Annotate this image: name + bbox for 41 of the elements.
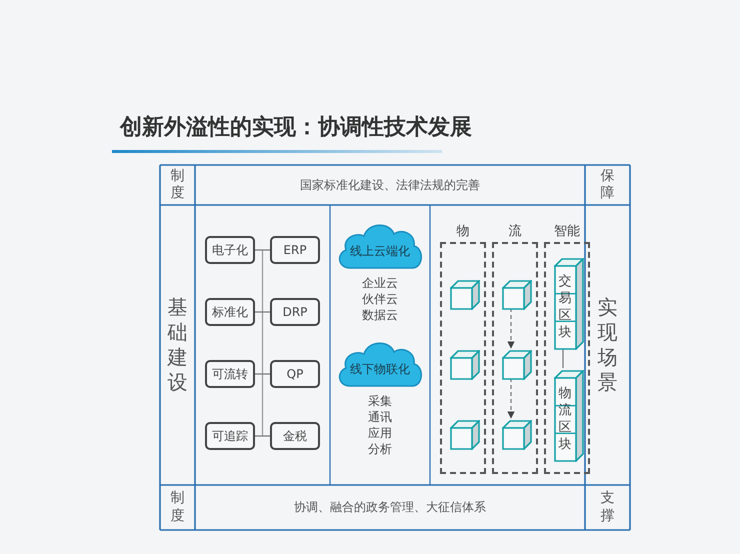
column-heading: 物	[456, 223, 470, 240]
connector-line	[562, 348, 564, 368]
rounded-box: QP	[270, 360, 320, 388]
rounded-box: 可流转	[205, 360, 255, 388]
arrow	[507, 308, 515, 349]
cloud-caption: 分析	[367, 442, 393, 457]
cloud-caption: 应用	[367, 426, 393, 441]
column-heading: 智能	[553, 223, 581, 240]
block-label: 交易区块	[558, 274, 572, 342]
cloud-caption: 通讯	[367, 410, 393, 425]
rounded-box: 电子化	[205, 236, 255, 264]
row-heading: 支撑	[600, 490, 615, 525]
column-heading: 流	[508, 223, 522, 240]
cloud-caption: 数据云	[361, 308, 399, 323]
cloud-caption: 企业云	[361, 276, 399, 291]
row-heading: 制度	[170, 168, 185, 202]
dashed-frame	[492, 242, 538, 474]
rounded-box: 金税	[270, 422, 320, 450]
rounded-box: 标准化	[205, 298, 255, 326]
row-heading: 实现场景	[597, 295, 618, 395]
row-text: 协调、融合的政务管理、大征信体系	[294, 499, 486, 516]
connector-line	[255, 435, 270, 437]
rounded-box: DRP	[270, 298, 320, 326]
row-heading: 制度	[170, 490, 185, 525]
arrow	[507, 378, 515, 419]
slide-title: 创新外溢性的实现：协调性技术发展	[120, 114, 472, 142]
rounded-box: ERP	[270, 236, 320, 264]
row-heading: 基础建设	[167, 295, 188, 395]
cloud-caption: 采集	[367, 394, 393, 409]
dashed-frame	[544, 242, 590, 474]
dashed-frame	[440, 242, 486, 474]
cloud-label: 线下物联化	[350, 360, 410, 378]
connector-line	[255, 249, 270, 251]
connector-line	[255, 373, 270, 375]
connector-line	[255, 311, 270, 313]
cloud-caption: 伙伴云	[361, 292, 399, 307]
rounded-box: 可追踪	[205, 422, 255, 450]
cloud-label: 线上云端化	[350, 242, 410, 260]
row-text: 国家标准化建设、法律法规的完善	[300, 176, 480, 194]
row-heading: 保障	[600, 168, 615, 202]
block-label: 物流区块	[558, 386, 572, 454]
